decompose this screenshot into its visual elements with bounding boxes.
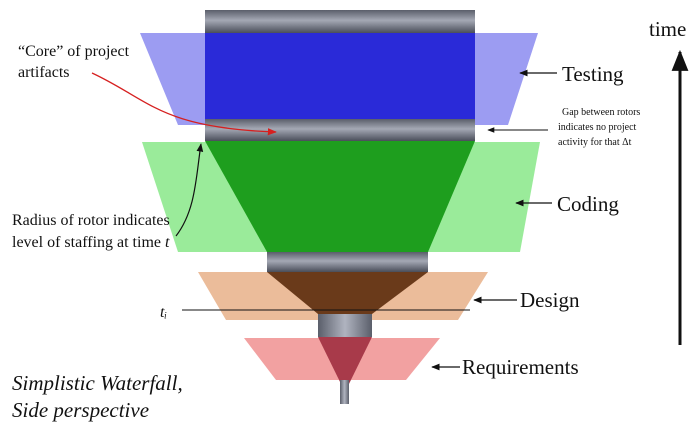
core-stem [340, 380, 349, 404]
core-design [267, 272, 428, 314]
caption-line1: Simplistic Waterfall, [12, 371, 183, 395]
gap-note-line2: indicates no project [558, 122, 637, 133]
core-gap-band-3 [318, 314, 372, 337]
gap-note-line1: Gap between rotors [562, 107, 640, 118]
core-testing [205, 33, 475, 119]
core-coding [205, 141, 475, 252]
core-gap-band-1 [205, 119, 475, 141]
radius-note-line2: level of staffing at time t [12, 234, 170, 251]
radius-pointer [175, 143, 204, 237]
core-pointer [91, 72, 277, 136]
coding-label: Coding [557, 192, 619, 216]
testing-label: Testing [562, 62, 624, 86]
ti-label: tᵢ [160, 304, 167, 321]
core-note-line1: “Core” of project [18, 43, 130, 60]
time-label: time [649, 17, 686, 41]
design-label: Design [520, 288, 580, 312]
requirements-label: Requirements [462, 355, 579, 379]
core-requirements [318, 337, 372, 388]
caption-line2: Side perspective [12, 398, 149, 422]
gap-note-line3: activity for that Δt [558, 137, 632, 148]
core-top-band [205, 10, 475, 33]
core-note-line2: artifacts [18, 64, 70, 81]
core-gap-band-2 [267, 252, 428, 272]
radius-note-line1: Radius of rotor indicates [12, 212, 170, 229]
